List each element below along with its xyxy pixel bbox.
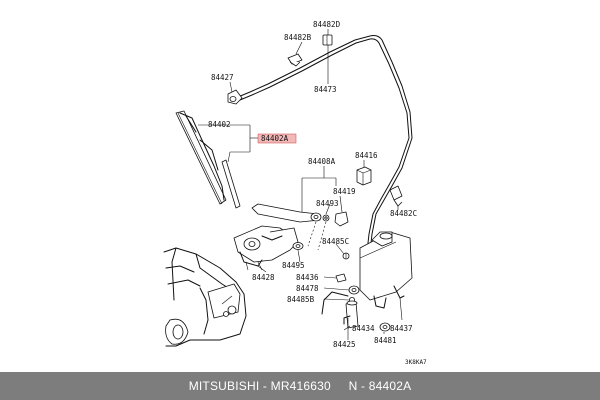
part-label-84493[interactable]: 84493 bbox=[316, 199, 339, 208]
part-label-84427[interactable]: 84427 bbox=[211, 73, 234, 82]
diagram-code: 3K8KA7 bbox=[405, 359, 427, 366]
part-label-84408a[interactable]: 84408A bbox=[308, 157, 336, 166]
wiper-motor-icon bbox=[233, 225, 299, 271]
wiper-arm-icon bbox=[251, 203, 322, 223]
part-number-caption: MITSUBISHI - MR416630 N - 84402A bbox=[188, 379, 412, 393]
washer-tank-icon bbox=[359, 231, 413, 309]
part-label-84434[interactable]: 84434 bbox=[352, 324, 375, 333]
leader-lines bbox=[198, 29, 403, 340]
part-label-84482d[interactable]: 84482D bbox=[313, 20, 341, 29]
hose-clip-84482c-icon bbox=[389, 185, 403, 207]
part-label-84495[interactable]: 84495 bbox=[282, 261, 305, 270]
relay-84416-icon bbox=[356, 166, 372, 186]
hose-joint-84427-icon bbox=[227, 89, 243, 105]
part-label-84485c[interactable]: 84485C bbox=[322, 237, 349, 246]
hose-clip-84482d-icon bbox=[322, 34, 333, 46]
part-label-84482b[interactable]: 84482B bbox=[284, 33, 312, 42]
part-label-84482c[interactable]: 84482C bbox=[390, 209, 417, 218]
part-label-84425[interactable]: 84425 bbox=[333, 340, 356, 349]
wiper-refill-icon bbox=[221, 159, 241, 209]
grommet-84478-icon bbox=[348, 285, 360, 295]
part-label-84437[interactable]: 84437 bbox=[390, 324, 413, 333]
assembly-line bbox=[307, 221, 317, 247]
part-label-84473[interactable]: 84473 bbox=[314, 85, 337, 94]
part-label-84402a[interactable]: 84402A bbox=[261, 134, 289, 143]
cap-84419-icon bbox=[334, 211, 349, 227]
assembly-line bbox=[317, 221, 327, 251]
caption-bar: MITSUBISHI - MR416630 N - 84402A bbox=[0, 372, 600, 400]
part-label-84436[interactable]: 84436 bbox=[296, 273, 319, 282]
parts-diagram: 84482D 84482B 84473 84427 84402 84402A 8… bbox=[163, 20, 427, 366]
part-label-84402[interactable]: 84402 bbox=[208, 120, 231, 129]
part-label-84481[interactable]: 84481 bbox=[374, 336, 397, 345]
nut-84493-icon bbox=[322, 214, 330, 222]
part-label-84485b[interactable]: 84485B bbox=[287, 295, 315, 304]
highlight-box bbox=[257, 133, 297, 144]
part-label-84416[interactable]: 84416 bbox=[355, 151, 378, 160]
clip-84436-icon bbox=[335, 273, 347, 283]
bolt-84485c-icon bbox=[342, 252, 350, 260]
part-label-84419[interactable]: 84419 bbox=[333, 187, 356, 196]
washer-pump-icon bbox=[343, 300, 359, 329]
vehicle-rear-icon bbox=[163, 247, 247, 347]
hose-clip-84482b-icon bbox=[287, 53, 303, 67]
part-label-84478[interactable]: 84478 bbox=[296, 284, 319, 293]
wiper-blade-icon bbox=[175, 110, 227, 205]
part-label-84428[interactable]: 84428 bbox=[252, 273, 275, 282]
pump-hose bbox=[321, 291, 349, 315]
filter-84481-icon bbox=[379, 322, 391, 332]
washer-hose bbox=[237, 35, 413, 253]
grommet-84495-icon bbox=[292, 242, 304, 250]
